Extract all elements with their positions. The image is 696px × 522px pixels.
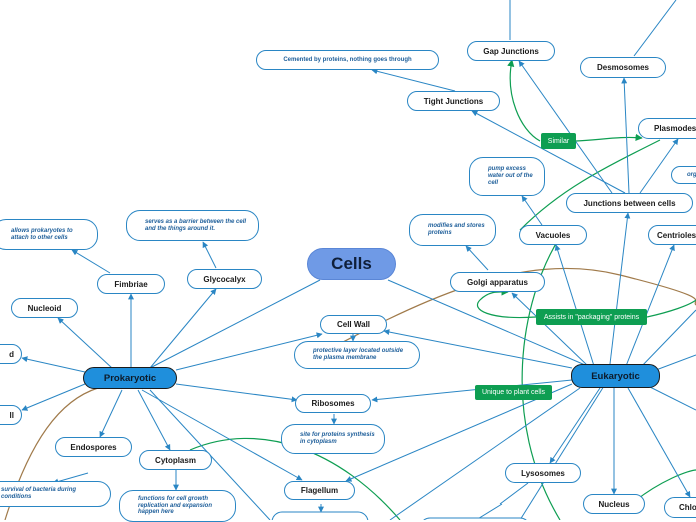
gap-junctions-label: Gap Junctions [483,46,539,56]
fimbriae-label: Fimbriae [114,279,148,289]
left-partial-2-label: ll [9,410,14,420]
note-functions-cell[interactable]: functions for cell growth replication an… [119,490,236,522]
node-cytoplasm[interactable]: Cytoplasm [139,450,212,470]
barrier-text: serves as a barrier between the cell and… [145,218,247,232]
cell-wall-label: Cell Wall [336,320,371,329]
chloroplast-label: Chlo [679,503,696,512]
note-barrier[interactable]: serves as a barrier between the cell and… [126,210,259,241]
green-packaging-curve-2 [646,299,696,318]
survival-text: survival of bacteria during conditions [1,487,77,500]
node-flagellum[interactable]: Flagellum [284,481,355,500]
node-cell-wall[interactable]: Cell Wall [320,315,387,334]
brown-link-curve [299,267,696,366]
note-survival[interactable]: survival of bacteria during conditions [0,481,111,507]
note-org-partial[interactable]: org [671,166,696,184]
centrioles-label: Centrioles [657,230,696,240]
node-plasmodesmata[interactable]: Plasmodes [638,118,696,139]
root-node-cells[interactable]: Cells [307,248,396,280]
eukaryotic-label: Eukaryotic [591,370,640,382]
prokaryotic-label: Prokaryotic [103,372,157,384]
plasmodesmata-label: Plasmodes [654,124,696,133]
tight-junctions-label: Tight Junctions [423,96,484,106]
tag-similar-text: Similar [547,137,570,145]
note-protective-layer[interactable]: protective layer located outside the pla… [294,341,420,369]
node-ribosomes[interactable]: Ribosomes [295,394,371,413]
allows-attach-text: allows prokaryotes to attach to other ce… [11,227,73,241]
node-nucleoid[interactable]: Nucleoid [11,298,78,318]
node-glycocalyx[interactable]: Glycocalyx [187,269,262,289]
node-left-partial-2[interactable]: ll [0,405,22,425]
node-gap-junctions[interactable]: Gap Junctions [467,41,555,61]
node-tight-junctions[interactable]: Tight Junctions [407,91,500,111]
green-packaging-curve [476,288,537,319]
tag-plant-text: Unique to plant cells [481,389,546,396]
functions-cell-text: functions for cell growth replication an… [138,495,213,516]
golgi-label: Golgi apparatus [467,277,528,287]
protein-synthesis-text: site for proteins synthesis in cytoplasm [300,432,375,445]
node-endospores[interactable]: Endospores [55,437,132,457]
node-nucleus[interactable]: Nucleus [583,494,645,514]
nucleoid-label: Nucleoid [27,303,62,313]
node-lysosomes[interactable]: Lysosomes [505,463,581,483]
vacuoles-label: Vacuoles [535,230,571,240]
node-prokaryotic[interactable]: Prokaryotic [83,367,177,389]
flagellum-label: Flagellum [300,486,339,495]
modifies-text: modifies and stores proteins [428,223,485,236]
note-protein-synthesis[interactable]: site for proteins synthesis in cytoplasm [281,424,385,454]
tag-similar[interactable]: Similar [541,133,576,149]
nucleus-label: Nucleus [598,499,630,509]
left-partial-1-label: d [9,349,14,359]
note-allows-attach[interactable]: allows prokaryotes to attach to other ce… [0,219,98,250]
desmosomes-label: Desmosomes [596,63,650,72]
note-modifies-proteins[interactable]: modifies and stores proteins [409,214,496,246]
tag-unique-plant[interactable]: Unique to plant cells [475,385,552,400]
lysosomes-label: Lysosomes [521,468,565,478]
cytoplasm-label: Cytoplasm [155,455,196,465]
green-similar-curve [507,59,541,142]
cemented-text: Cemented by proteins, nothing goes throu… [283,56,412,63]
straight-connectors [21,0,696,520]
junctions-label: Junctions between cells [583,198,676,208]
tag-packaging-text: Assists in "packaging" proteins [543,313,640,321]
note-cemented[interactable]: Cemented by proteins, nothing goes throu… [256,50,439,70]
node-left-partial-1[interactable]: d [0,344,22,364]
green-similar-curve-2 [575,133,643,142]
endospores-label: Endospores [70,442,117,452]
tag-packaging[interactable]: Assists in "packaging" proteins [536,309,647,325]
node-chloroplast[interactable]: Chlo [664,497,696,518]
node-vacuoles[interactable]: Vacuoles [519,225,587,245]
pump-water-text: pump excess water out of the cell [488,166,533,186]
org-partial-text: org [687,171,696,178]
node-desmosomes[interactable]: Desmosomes [580,57,666,78]
ribosomes-label: Ribosomes [311,399,355,408]
protective-layer-text: protective layer located outside the pla… [313,348,404,361]
node-eukaryotic[interactable]: Eukaryotic [571,364,660,388]
root-label: Cells [331,254,372,273]
node-junctions-between-cells[interactable]: Junctions between cells [566,193,693,213]
green-vacuole-curve [519,139,661,231]
note-pump-water[interactable]: pump excess water out of the cell [469,157,545,196]
node-centrioles[interactable]: Centrioles [648,225,696,245]
partial-bottom-boxes [271,511,527,520]
glycocalyx-label: Glycocalyx [203,274,246,284]
node-golgi-apparatus[interactable]: Golgi apparatus [450,272,545,292]
node-fimbriae[interactable]: Fimbriae [97,274,165,294]
